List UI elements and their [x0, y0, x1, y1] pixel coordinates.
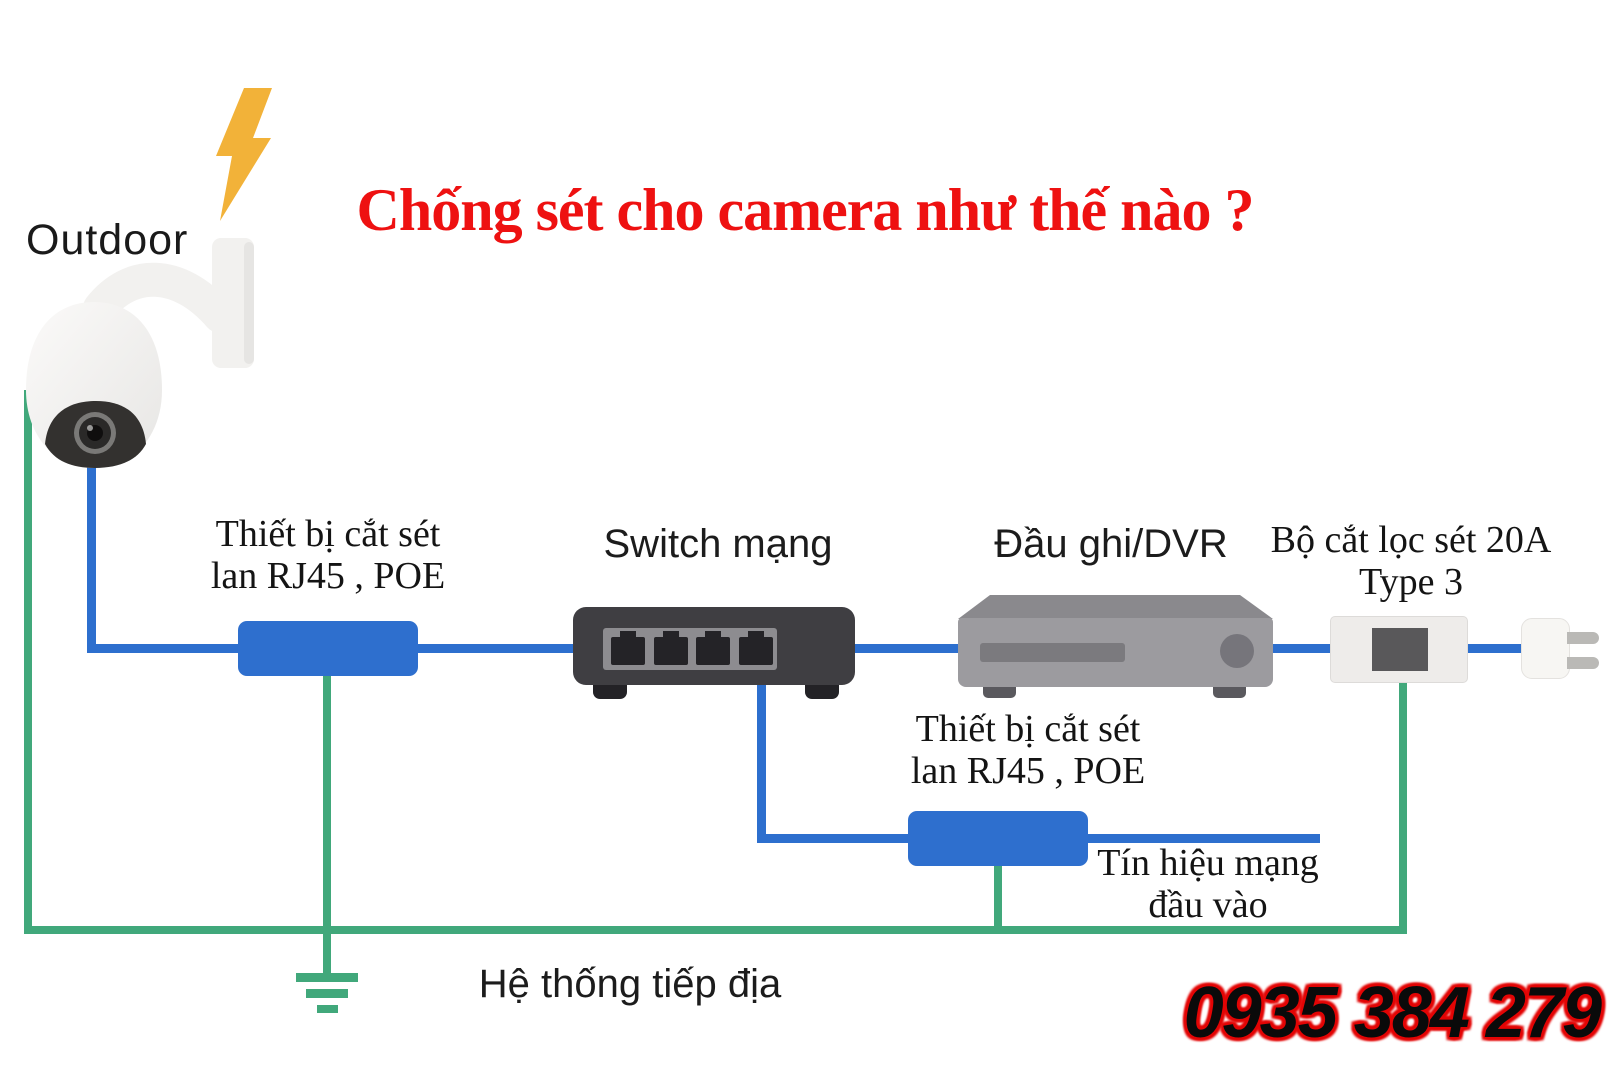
- surge-filter-label-line1: Bộ cắt lọc sét 20A: [1270, 519, 1552, 561]
- surge-filter-device: [1330, 616, 1468, 683]
- plug-prong: [1567, 632, 1599, 644]
- surge-protector-top-label-line1: Thiết bị cắt sét: [215, 513, 441, 555]
- dvr-top-face: [958, 595, 1273, 619]
- switch-port-panel: [603, 628, 777, 670]
- signal-input-label-line1: Tín hiệu mạng: [1097, 842, 1319, 884]
- surge-protector-top-label: Thiết bị cắt sét lan RJ45 , POE: [188, 513, 468, 598]
- surge-filter-window: [1372, 628, 1428, 671]
- surge-protector-top-device: [238, 621, 418, 676]
- wire-green-camera-vertical: [24, 390, 32, 934]
- wire-green-main-horizontal: [24, 926, 1407, 934]
- page-title: Chống sét cho camera như thế nào ?: [356, 177, 1255, 243]
- rj45-port-icon: [654, 631, 688, 665]
- wire-green-ground-vertical: [323, 673, 331, 975]
- network-switch-device: [573, 607, 855, 702]
- wire-green-filter-vertical: [1399, 680, 1407, 934]
- wire-blue-switch-vertical: [757, 683, 766, 843]
- grounding-system-label: Hệ thống tiếp địa: [478, 962, 782, 1006]
- rj45-port-icon: [739, 631, 773, 665]
- lightning-bolt-icon: [216, 88, 272, 221]
- surge-filter-label: Bộ cắt lọc sét 20A Type 3: [1241, 519, 1581, 604]
- switch-foot: [805, 685, 839, 699]
- ground-symbol-icon: [296, 973, 358, 982]
- surge-protector-bottom-label-line1: Thiết bị cắt sét: [915, 708, 1141, 750]
- power-plug-icon: [1521, 616, 1601, 680]
- surge-protector-bottom-label: Thiết bị cắt sét lan RJ45 , POE: [888, 708, 1168, 793]
- signal-input-label: Tín hiệu mạng đầu vào: [1068, 842, 1348, 927]
- dvr-device: [958, 595, 1273, 698]
- dvr-foot: [1213, 687, 1246, 698]
- dvr-disc-slot: [980, 643, 1125, 662]
- contact-phone-number: 0935 384 279: [1183, 973, 1602, 1053]
- ground-symbol-icon: [306, 989, 348, 998]
- ground-symbol-icon: [317, 1005, 338, 1013]
- wire-blue-camera-vertical: [87, 465, 96, 653]
- plug-body: [1521, 618, 1570, 679]
- surge-protector-bottom-label-line2: lan RJ45 , POE: [910, 749, 1146, 792]
- rj45-port-icon: [696, 631, 730, 665]
- rj45-port-icon: [611, 631, 645, 665]
- wire-green-surge2-vertical: [994, 862, 1002, 930]
- switch-label: Switch mạng: [603, 522, 833, 566]
- dvr-foot: [983, 687, 1016, 698]
- dome-camera-icon: [26, 238, 254, 468]
- signal-input-label-line2: đầu vào: [1148, 883, 1268, 926]
- surge-protector-top-label-line2: lan RJ45 , POE: [210, 554, 446, 597]
- camera-label: Outdoor: [26, 216, 189, 264]
- dvr-power-button: [1220, 634, 1254, 668]
- surge-protector-bottom-device: [908, 811, 1088, 866]
- switch-foot: [593, 685, 627, 699]
- plug-prong: [1567, 657, 1599, 669]
- surge-filter-label-line2: Type 3: [1359, 560, 1463, 603]
- dvr-label: Đầu ghi/DVR: [994, 522, 1228, 566]
